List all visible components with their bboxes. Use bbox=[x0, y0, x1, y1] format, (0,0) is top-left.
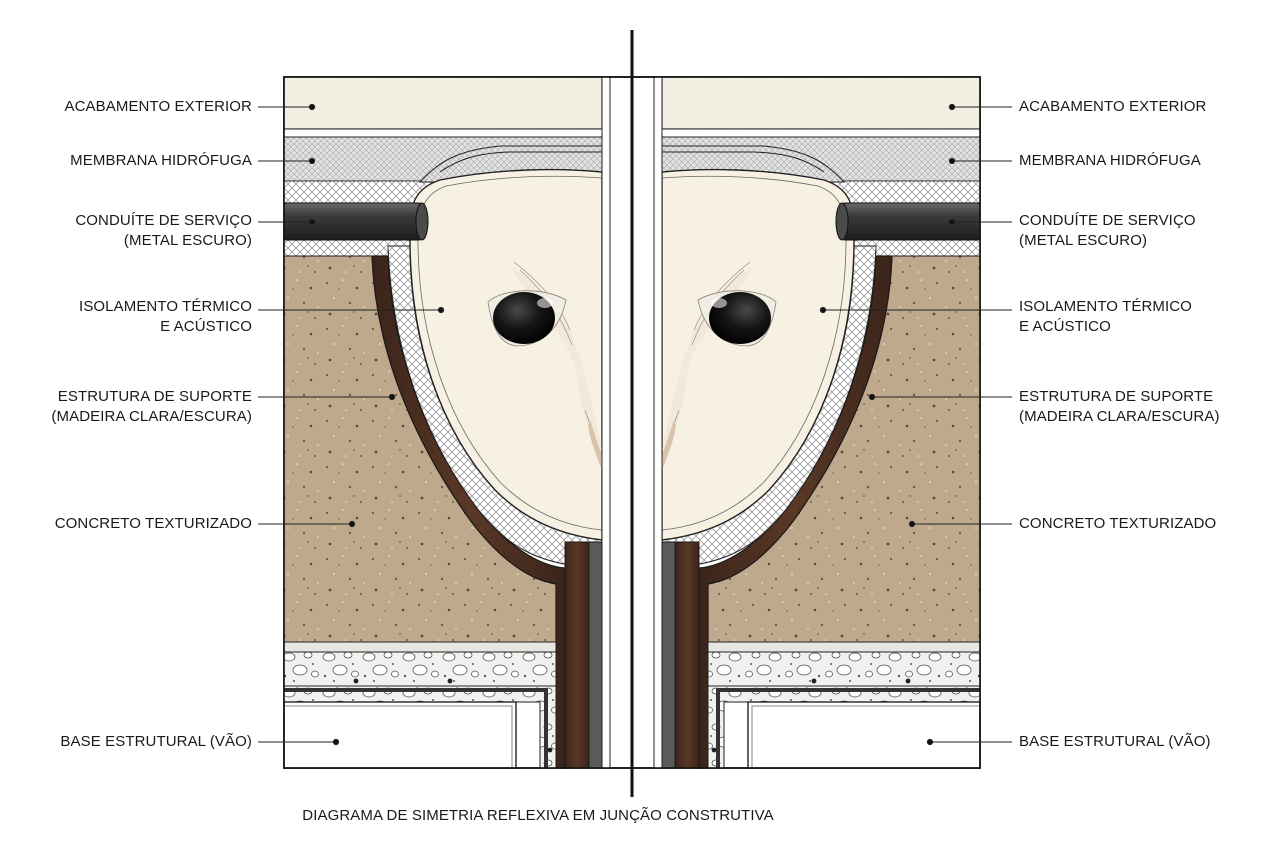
label-right-waterproof-membrane: MEMBRANA HIDRÓFUGA bbox=[1019, 151, 1201, 171]
label-left-exterior-finish: ACABAMENTO EXTERIOR bbox=[65, 97, 253, 117]
label-text: ESTRUTURA DE SUPORTE bbox=[1019, 388, 1214, 405]
diagram-caption: DIAGRAMA DE SIMETRIA REFLEXIVA EM JUNÇÃO… bbox=[302, 807, 774, 824]
label-right-exterior-finish: ACABAMENTO EXTERIOR bbox=[1019, 97, 1207, 117]
label-text: MEMBRANA HIDRÓFUGA bbox=[70, 152, 252, 169]
label-text: CONCRETO TEXTURIZADO bbox=[1019, 515, 1217, 532]
label-text: CONDUÍTE DE SERVIÇO bbox=[1019, 212, 1196, 229]
label-left-thermal-insulation: ISOLAMENTO TÉRMICO E ACÚSTICO bbox=[79, 297, 252, 337]
right-section bbox=[652, 75, 982, 770]
label-text: ACABAMENTO EXTERIOR bbox=[1019, 98, 1207, 115]
label-right-service-conduit: CONDUÍTE DE SERVIÇO (METAL ESCURO) bbox=[1019, 211, 1196, 251]
label-text: ISOLAMENTO TÉRMICO bbox=[79, 298, 252, 315]
label-text: E ACÚSTICO bbox=[160, 318, 252, 335]
label-text: CONDUÍTE DE SERVIÇO bbox=[75, 212, 252, 229]
label-right-textured-concrete: CONCRETO TEXTURIZADO bbox=[1019, 514, 1216, 534]
leaders-left bbox=[258, 103, 445, 746]
label-text: ISOLAMENTO TÉRMICO bbox=[1019, 298, 1192, 315]
label-text: (METAL ESCURO) bbox=[123, 232, 252, 249]
label-text: MEMBRANA HIDRÓFUGA bbox=[1019, 152, 1201, 169]
label-right-thermal-insulation: ISOLAMENTO TÉRMICO E ACÚSTICO bbox=[1019, 297, 1192, 337]
label-left-service-conduit: CONDUÍTE DE SERVIÇO (METAL ESCURO) bbox=[75, 211, 252, 251]
label-left-support-structure: ESTRUTURA DE SUPORTE (MADEIRA CLARA/ESCU… bbox=[51, 387, 252, 427]
label-right-support-structure: ESTRUTURA DE SUPORTE (MADEIRA CLARA/ESCU… bbox=[1019, 387, 1220, 427]
label-text: BASE ESTRUTURAL (VÃO) bbox=[1019, 733, 1211, 750]
label-text: E ACÚSTICO bbox=[1019, 318, 1111, 335]
label-right-structural-base: BASE ESTRUTURAL (VÃO) bbox=[1019, 732, 1211, 752]
label-left-structural-base: BASE ESTRUTURAL (VÃO) bbox=[60, 732, 252, 752]
label-text: (MADEIRA CLARA/ESCURA) bbox=[1019, 408, 1220, 425]
label-text: ACABAMENTO EXTERIOR bbox=[64, 98, 252, 115]
leaders-right bbox=[819, 103, 1012, 746]
left-section bbox=[282, 75, 612, 770]
label-text: CONCRETO TEXTURIZADO bbox=[54, 515, 252, 532]
label-text: (MADEIRA CLARA/ESCURA) bbox=[51, 408, 252, 425]
label-left-waterproof-membrane: MEMBRANA HIDRÓFUGA bbox=[70, 151, 252, 171]
label-text: BASE ESTRUTURAL (VÃO) bbox=[60, 733, 252, 750]
label-text: (METAL ESCURO) bbox=[1019, 232, 1148, 249]
label-text: ESTRUTURA DE SUPORTE bbox=[57, 388, 252, 405]
label-left-textured-concrete: CONCRETO TEXTURIZADO bbox=[55, 514, 252, 534]
